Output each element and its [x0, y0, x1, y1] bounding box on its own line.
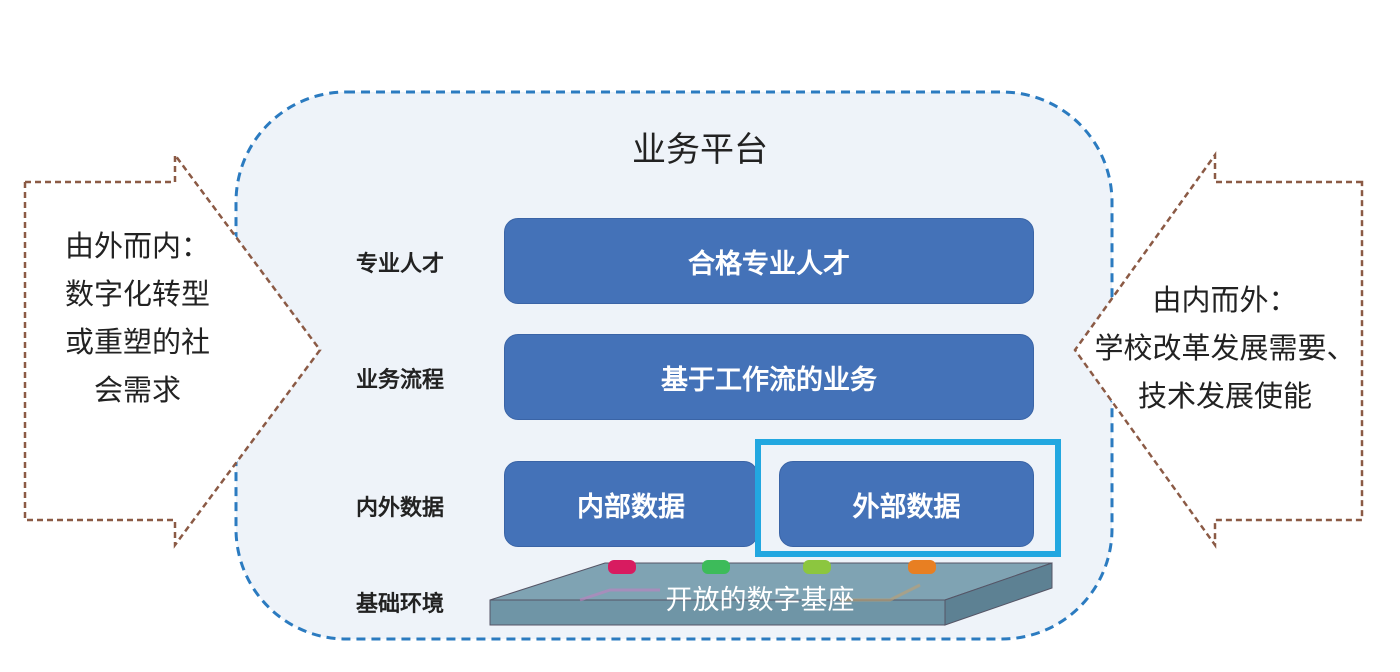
left-line: 由外而内： — [64, 229, 210, 263]
right-arrow-text: 由内而外： 学校改革发展需要、 技术发展使能 — [1080, 276, 1370, 420]
left-line: 会需求 — [93, 373, 181, 407]
right-arrow-shape — [1073, 151, 1364, 549]
right-line: 由内而外： — [1152, 283, 1298, 317]
lime-block-icon — [803, 560, 831, 574]
bar-qualified-talent: 合格专业人才 — [504, 218, 1034, 304]
bar-workflow-business: 基于工作流的业务 — [504, 334, 1034, 420]
platform-title: 业务平台 — [632, 130, 768, 170]
left-line: 数字化转型 — [64, 277, 210, 311]
row-label-process: 业务流程 — [355, 368, 444, 393]
bar-internal-data: 内部数据 — [504, 461, 758, 547]
digital-base-label: 开放的数字基座 — [665, 585, 855, 616]
highlight-box — [755, 439, 1061, 557]
digital-base-platform — [489, 560, 1053, 626]
left-arrow-text: 由外而内： 数字化转型 或重塑的社 会需求 — [30, 222, 245, 414]
bar-external-data: 外部数据 — [779, 461, 1034, 547]
pink-block-icon — [608, 560, 636, 574]
right-line: 技术发展使能 — [1137, 379, 1312, 413]
row-label-talent: 专业人才 — [355, 252, 444, 277]
orange-block-icon — [908, 560, 936, 574]
green-block-icon — [702, 560, 730, 574]
row-label-infrastructure: 基础环境 — [355, 592, 444, 617]
row-label-data: 内外数据 — [355, 496, 444, 521]
left-line: 或重塑的社 — [64, 325, 210, 359]
right-line: 学校改革发展需要、 — [1094, 331, 1356, 365]
left-arrow-shape — [23, 151, 322, 549]
